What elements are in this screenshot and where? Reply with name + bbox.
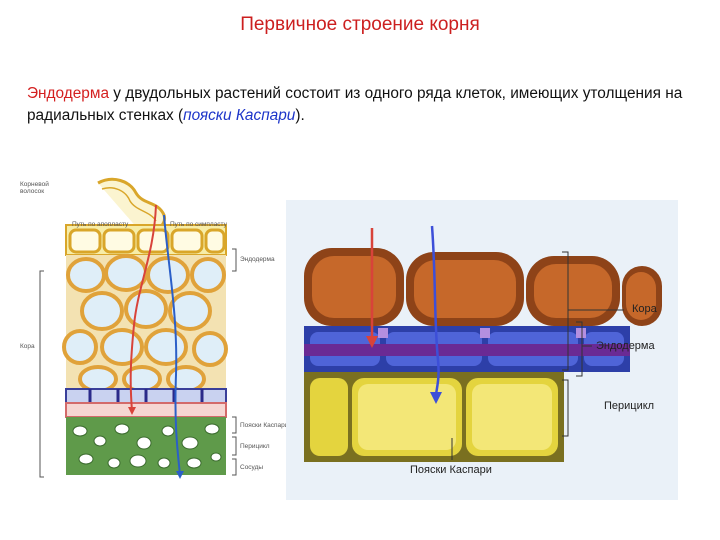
endodermis-detail-illustration: Кора Эндодерма Перицикл Пояски Каспари [286,200,678,500]
left-casparian-label: Пояски Каспари [240,422,288,429]
right-endoderm-label: Эндодерма [596,340,655,352]
intro-end: ). [295,107,304,124]
root-tissue-drawing [18,175,293,487]
right-cortex-label: Кора [632,303,657,315]
casparian-term: пояски Каспари [183,107,295,124]
slide-title: Первичное строение корня [0,14,720,36]
root-hair-label: Корневой волосок [20,181,60,195]
left-pericycle-label: Перицикл [240,443,270,450]
right-pericycle-label: Перицикл [604,400,654,412]
intro-text: Эндодерма у двудольных растений состоит … [27,83,695,127]
apoplast-path-label: Путь по апопласту [72,221,128,228]
right-casparian-label: Пояски Каспари [410,464,492,476]
left-vessels-label: Сосуды [240,464,263,471]
left-cortex-label: Кора [20,343,35,350]
symplast-path-label: Путь по симпласту [170,221,227,228]
left-endoderm-label: Эндодерма [240,256,275,263]
endoderm-term: Эндодерма [27,85,109,102]
root-cross-section-illustration: Корневой волосок Путь по апопласту Путь … [18,175,293,487]
intro-body: у двудольных растений состоит из одного … [27,85,682,124]
